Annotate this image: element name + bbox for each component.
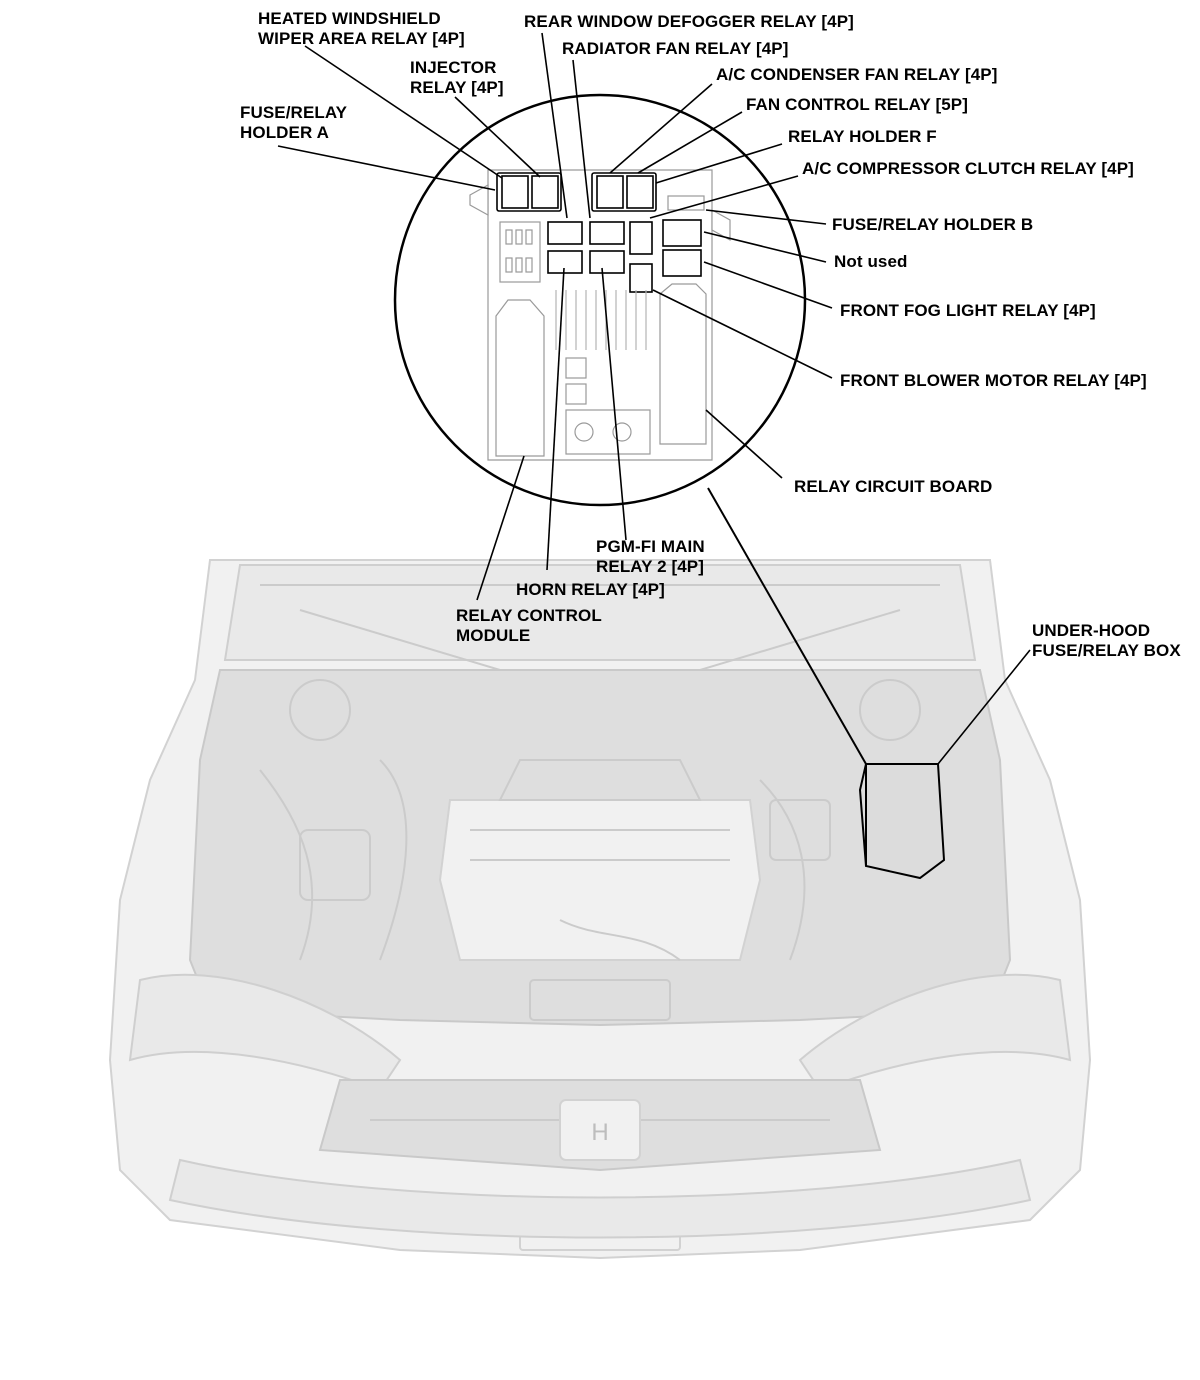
label-ac-condenser-fan: A/C CONDENSER FAN RELAY [4P]: [716, 65, 997, 84]
leader-front-blower-motor: [652, 289, 833, 379]
label-relay-control-module-line1: RELAY CONTROL: [456, 606, 602, 625]
leader-not-used: [703, 231, 827, 263]
label-front-blower-motor: FRONT BLOWER MOTOR RELAY [4P]: [840, 371, 1147, 390]
leader-horn-relay: [546, 267, 565, 571]
leader-relay-circuit-board: [705, 409, 783, 479]
leader-front-fog-light: [703, 261, 833, 309]
leader-fuse-relay-holder-a: [277, 145, 496, 191]
leader-heated-windshield: [304, 45, 503, 179]
label-heated-windshield-line2: WIPER AREA RELAY [4P]: [258, 29, 465, 48]
label-front-fog-light: FRONT FOG LIGHT RELAY [4P]: [840, 301, 1096, 320]
leader-lines: [277, 32, 1031, 765]
labels: HEATED WINDSHIELD WIPER AREA RELAY [4P] …: [240, 9, 1181, 660]
label-relay-control-module-line2: MODULE: [456, 626, 530, 645]
label-relay-holder-f: RELAY HOLDER F: [788, 127, 937, 146]
label-fan-control: FAN CONTROL RELAY [5P]: [746, 95, 968, 114]
leader-fan-control: [637, 111, 743, 174]
label-relay-circuit-board: RELAY CIRCUIT BOARD: [794, 477, 992, 496]
label-injector-line1: INJECTOR: [410, 58, 496, 77]
leader-rear-window-defogger: [541, 32, 568, 219]
label-fuse-relay-holder-a-line1: FUSE/RELAY: [240, 103, 348, 122]
vehicle-illustration: H: [108, 559, 1092, 1260]
label-pgm-fi-line1: PGM-FI MAIN: [596, 537, 705, 556]
label-rear-window-defogger: REAR WINDOW DEFOGGER RELAY [4P]: [524, 12, 854, 31]
label-fuse-relay-holder-a-line2: HOLDER A: [240, 123, 329, 142]
leader-relay-control-module: [476, 455, 525, 601]
leader-ac-condenser-fan: [609, 83, 713, 174]
svg-text:H: H: [591, 1119, 608, 1146]
label-fuse-relay-holder-b: FUSE/RELAY HOLDER B: [832, 215, 1033, 234]
label-horn-relay: HORN RELAY [4P]: [516, 580, 665, 599]
label-not-used: Not used: [834, 252, 908, 271]
leader-ac-compressor-clutch: [649, 175, 799, 219]
leader-injector: [454, 96, 541, 178]
leader-radiator-fan: [572, 59, 591, 219]
leader-under-hood: [937, 649, 1031, 765]
label-under-hood-line1: UNDER-HOOD: [1032, 621, 1150, 640]
label-under-hood-line2: FUSE/RELAY BOX: [1032, 641, 1181, 660]
leader-fuse-relay-holder-b: [705, 209, 827, 225]
leader-pgm-fi: [601, 267, 627, 541]
leader-relay-holder-f: [655, 143, 783, 184]
label-pgm-fi-line2: RELAY 2 [4P]: [596, 557, 704, 576]
label-injector-line2: RELAY [4P]: [410, 78, 504, 97]
label-ac-compressor-clutch: A/C COMPRESSOR CLUTCH RELAY [4P]: [802, 159, 1134, 178]
zoom-detail: [393, 93, 807, 507]
label-heated-windshield-line1: HEATED WINDSHIELD: [258, 9, 441, 28]
label-radiator-fan: RADIATOR FAN RELAY [4P]: [562, 39, 788, 58]
